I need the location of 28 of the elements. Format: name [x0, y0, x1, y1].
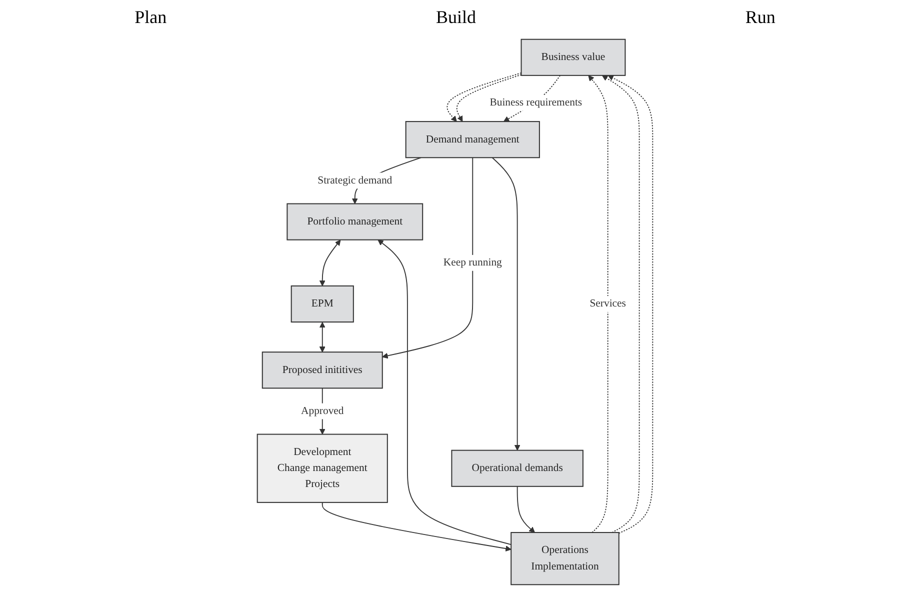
node-box: Operations Implementation	[510, 532, 620, 586]
arrow	[588, 75, 608, 533]
node-box: Portfolio management	[286, 203, 424, 240]
edge-label: Keep running	[443, 256, 502, 268]
arrow	[446, 72, 522, 122]
edge-label: Approved	[300, 405, 344, 417]
node-box: Operational demands	[451, 450, 584, 487]
arrow	[492, 157, 520, 451]
arrow	[516, 486, 536, 533]
arrow	[602, 75, 640, 533]
arrow	[608, 75, 654, 534]
node-box: Development Change management Projects	[256, 434, 388, 503]
arrow	[319, 322, 326, 352]
column-heading: Run	[745, 6, 776, 28]
edge-label: Buiness requirements	[490, 96, 582, 108]
arrow	[456, 74, 522, 122]
column-heading: Build	[436, 6, 476, 28]
node-box: Business value	[520, 38, 626, 76]
node-box: Proposed inititives	[262, 352, 383, 389]
arrow	[378, 240, 512, 545]
arrow	[382, 157, 474, 359]
column-heading: Plan	[134, 6, 167, 28]
node-box: Demand management	[405, 121, 540, 158]
edge-label: Strategic demand	[318, 174, 392, 186]
node-box: EPM	[290, 285, 354, 323]
edge-label: Services	[590, 298, 626, 310]
arrow	[322, 502, 512, 552]
arrow	[319, 240, 341, 286]
